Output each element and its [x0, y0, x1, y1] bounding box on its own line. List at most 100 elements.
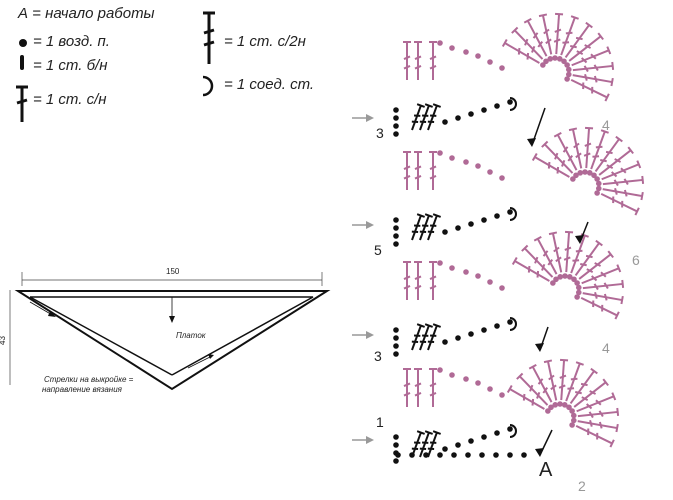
black-chain-dot — [481, 327, 487, 333]
input-arrow-head — [366, 114, 374, 122]
dc-stitch-icon — [16, 85, 28, 122]
start-marker: А — [539, 459, 553, 481]
stitch-symbol — [419, 103, 433, 131]
black-chain-dot — [455, 115, 461, 121]
row-number: 3 — [374, 348, 382, 364]
stitch-symbol — [553, 132, 578, 171]
stitch-symbol — [558, 358, 569, 401]
black-chain-dot — [393, 458, 399, 464]
pink-chain-dot — [475, 380, 481, 386]
pink-chain-dot — [463, 159, 469, 165]
stitch-symbol — [569, 367, 598, 405]
input-arrow-head — [366, 436, 374, 444]
stitch-symbol — [427, 323, 441, 351]
black-chain-dot — [442, 119, 448, 125]
black-chain-dot — [442, 229, 448, 235]
pink-chain-dot — [573, 172, 579, 179]
stitch-symbol — [582, 279, 625, 291]
stitch-symbol — [548, 231, 563, 273]
black-chain-dot — [479, 452, 485, 458]
black-chain-dot — [507, 99, 513, 105]
slip-stitch — [509, 97, 517, 111]
stitch-symbol — [429, 41, 437, 80]
slip-stitch — [509, 207, 517, 221]
stitch-symbol — [419, 213, 433, 241]
pink-chain-dot — [499, 65, 505, 71]
pink-chain-dot — [557, 274, 564, 280]
stitch-symbol — [419, 430, 433, 458]
stitch-symbol — [403, 261, 411, 300]
pink-chain-dot — [475, 273, 481, 279]
stitch-symbol — [568, 32, 604, 62]
stitch-symbol — [511, 257, 550, 282]
flow-arrow-head — [575, 235, 584, 244]
input-arrow-head — [366, 331, 374, 339]
pink-chain-dot — [577, 170, 584, 176]
pink-chain-dot — [545, 408, 551, 414]
stitch-symbol — [429, 151, 437, 190]
pink-chain-dot — [591, 172, 597, 179]
pink-chain-dot — [463, 49, 469, 55]
stitch-symbol — [419, 323, 433, 351]
black-chain-dot — [451, 452, 457, 458]
stitch-symbol — [563, 230, 574, 273]
black-chain-dot — [494, 213, 500, 219]
note-line2: направление вязания — [42, 385, 122, 394]
stitch-symbol — [427, 430, 441, 458]
legend-tr: = 1 ст. с/2н — [224, 33, 306, 50]
pink-chain-dot — [475, 53, 481, 59]
pink-chain-dot — [565, 71, 572, 78]
black-chain-dot — [494, 430, 500, 436]
black-chain-dot — [442, 446, 448, 452]
pink-chain-dot — [499, 285, 505, 291]
stitch-symbol — [414, 368, 422, 407]
black-chain-dot — [468, 111, 474, 117]
black-chain-dot — [481, 107, 487, 113]
stitch-symbol — [572, 61, 615, 73]
pink-chain-dot — [499, 392, 505, 398]
pink-chain-dot — [547, 56, 554, 62]
black-chain-dot — [393, 434, 399, 440]
pink-chain-dot — [487, 169, 493, 175]
black-chain-dot — [507, 209, 513, 215]
stitch-symbol — [403, 368, 411, 407]
flow-arrow-head — [527, 138, 536, 147]
pink-chain-dot — [575, 289, 582, 296]
stitch-symbol — [414, 151, 422, 190]
pink-chain-dot — [570, 176, 576, 182]
black-chain-dot — [507, 426, 513, 432]
repeat-number: 6 — [632, 252, 640, 268]
stitch-symbol — [600, 192, 640, 216]
legend-slip: = 1 соед. ст. — [224, 76, 315, 93]
pink-chain-dot — [564, 76, 570, 82]
black-chain-dot — [507, 319, 513, 325]
pink-chain-dot — [566, 404, 572, 411]
pink-chain-dot — [449, 45, 455, 51]
pink-chain-dot — [475, 163, 481, 169]
pink-chain-dot — [569, 422, 575, 428]
stitch-symbol — [427, 213, 441, 241]
pink-chain-dot — [550, 280, 556, 286]
note-line1: Стрелки на выкройке = — [44, 375, 134, 384]
black-chain-dot — [468, 331, 474, 337]
stitch-symbol — [602, 187, 644, 201]
pink-chain-dot — [449, 265, 455, 271]
stitch-symbol — [411, 213, 425, 241]
stitch-symbol — [578, 250, 614, 280]
stitch-symbol — [414, 261, 422, 300]
pink-chain-dot — [565, 66, 572, 73]
black-chain-dot — [455, 442, 461, 448]
pink-chain-dot — [569, 408, 575, 414]
input-arrow-head — [366, 221, 374, 229]
stitch-symbol — [511, 26, 544, 60]
stitch-symbol — [414, 41, 422, 80]
stitch-symbol — [541, 140, 574, 174]
stitch-symbol — [602, 175, 645, 187]
repeat-number: 4 — [602, 117, 610, 133]
slip-stitch — [509, 424, 517, 438]
stitch-symbol — [564, 21, 593, 59]
width-label: 150 — [166, 267, 180, 276]
